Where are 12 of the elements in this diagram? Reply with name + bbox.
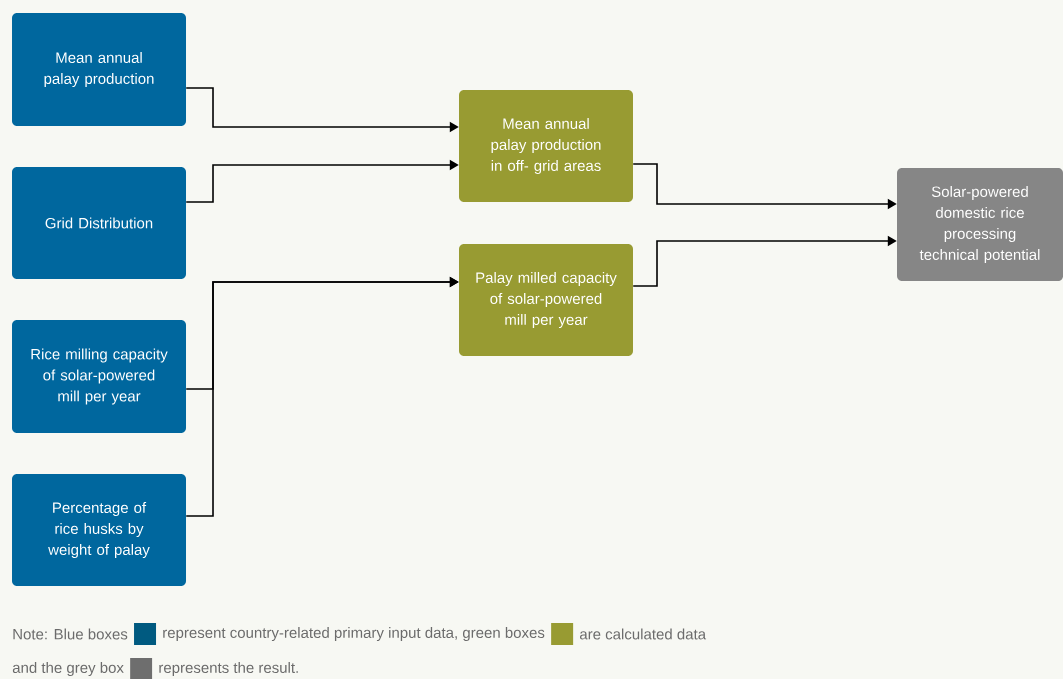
legend-text: and the grey box <box>12 662 124 676</box>
calculated-box: Mean annual palay production in off- grid areas <box>459 90 633 202</box>
note-text: represents the result. <box>159 662 298 676</box>
legend-text: Note: Blue boxes <box>13 628 128 640</box>
calculated-box: Palay milled capacity of solar-powered mill per year <box>459 244 633 356</box>
input-box: Rice milling capacity of solar-powered mill per year <box>12 320 186 433</box>
input-box: Mean annual palay production <box>12 13 186 126</box>
result-box: Solar-powered domestic rice processing technical potential <box>897 168 1063 281</box>
legend-text: represent country-related primary input data, green boxes <box>163 627 545 641</box>
input-box: Grid Distribution <box>12 167 186 279</box>
note-text: are calculated data <box>580 628 707 640</box>
input-box: Percentage of rice husks by weight of palay <box>12 474 186 586</box>
